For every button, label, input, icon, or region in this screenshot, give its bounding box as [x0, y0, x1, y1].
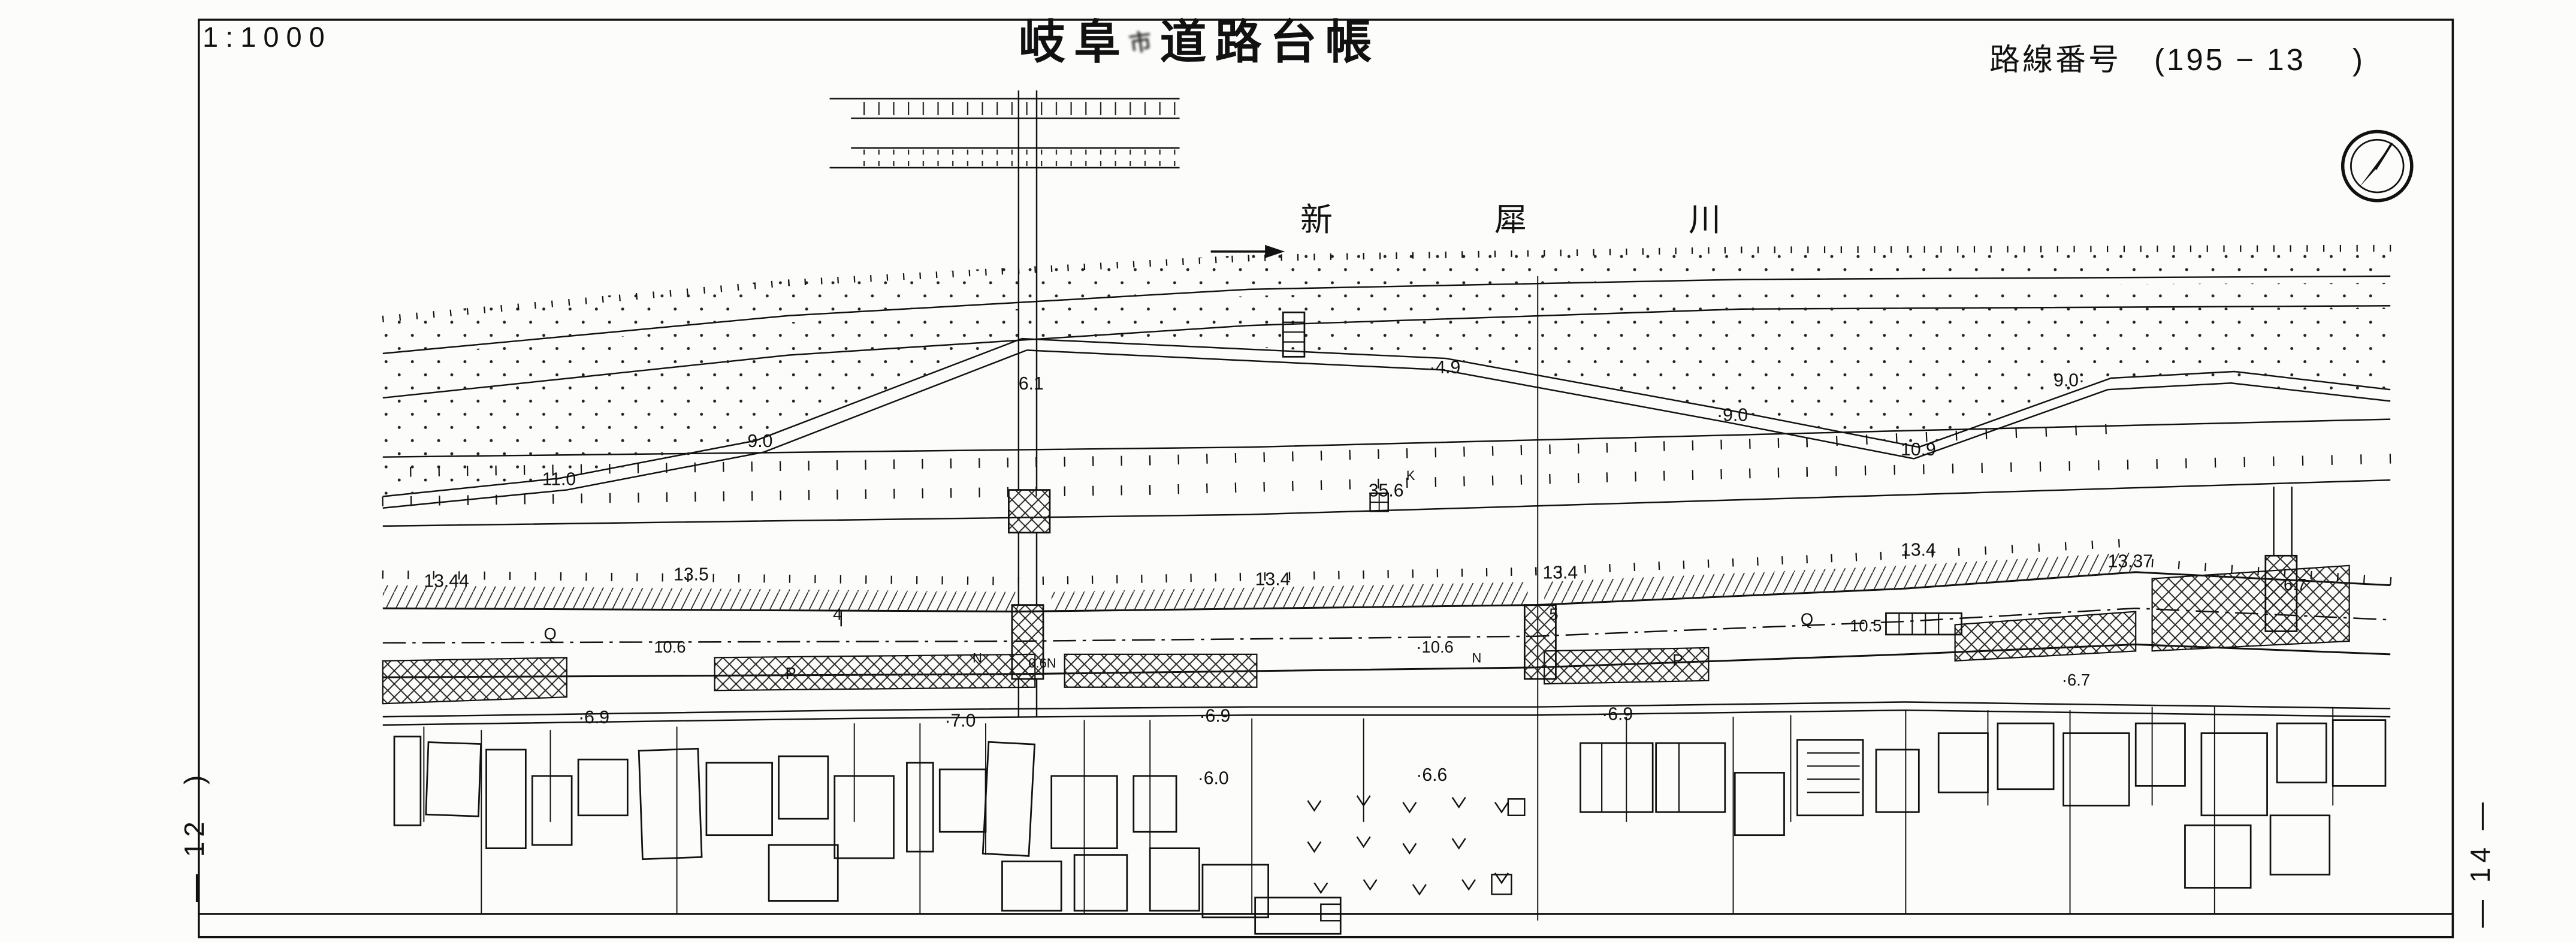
- elevation-label: 11.0: [542, 469, 576, 489]
- elevation-label: 9.0·: [2053, 371, 2085, 391]
- building-outline: [938, 768, 987, 833]
- elevation-label: 13.4: [1255, 570, 1291, 590]
- route-label: 路線番号: [1989, 43, 2122, 77]
- building-outline: [1201, 864, 1269, 919]
- building-outline: [768, 844, 839, 902]
- building-outline: [1133, 775, 1177, 833]
- elevation-label: ·6.9: [1199, 706, 1230, 726]
- building-outline: [2200, 732, 2268, 817]
- elevation-label: 13.5: [674, 564, 709, 584]
- river: [851, 100, 1180, 167]
- sluice-structures: [1008, 311, 2298, 680]
- elevation-label: 4: [833, 605, 842, 623]
- building-outline: [982, 741, 1036, 857]
- elevation-label: ·6.0: [1198, 769, 1229, 789]
- building-outline: [1149, 847, 1200, 912]
- building-outline: [778, 755, 829, 820]
- building-outline: [393, 735, 422, 826]
- elevation-label: 6.1: [1019, 374, 1044, 394]
- page-title: 岐阜市道路台帳: [1019, 5, 1380, 72]
- elevation-label: 35.6: [1369, 481, 1404, 501]
- building-outline: [1937, 732, 1989, 793]
- elevation-label: N: [973, 651, 982, 666]
- elevation-label: 5: [1549, 605, 1558, 623]
- elevation-label: P: [1672, 651, 1683, 669]
- building-outline: [577, 759, 629, 817]
- building-outline: [2269, 814, 2331, 875]
- elevation-label: Q: [1801, 610, 1813, 629]
- elevation-label: ·10.6: [1416, 638, 1453, 656]
- building-outline: [833, 775, 895, 859]
- building-outline: [1073, 854, 1128, 912]
- route-value: (195 − 13: [2154, 43, 2306, 77]
- sheet-match-right: — 14 —: [2465, 798, 2496, 928]
- building-outline: [531, 775, 573, 846]
- scale-note: 1:1000: [203, 21, 332, 53]
- elevation-label: ·6.7: [2062, 671, 2090, 689]
- title-correction-stamp: 市: [1127, 27, 1162, 57]
- plan-linework: [382, 90, 2392, 935]
- route-close-paren: ): [2352, 43, 2365, 77]
- building-outline: [1875, 748, 1920, 813]
- elevation-label: P: [786, 664, 796, 683]
- elevation-label: 13.4: [1901, 540, 1936, 560]
- title-prefix: 岐阜: [1019, 16, 1130, 68]
- elevation-label: Q: [544, 624, 557, 643]
- building-outline: [485, 748, 527, 849]
- building-outline: [1796, 739, 1864, 817]
- elevation-label: ·6.9: [1602, 705, 1633, 724]
- elevation-label: ·9.0: [1717, 405, 1748, 425]
- building-outline: [2332, 719, 2387, 787]
- elevation-label: K: [1406, 468, 1415, 483]
- building-outline: [2276, 722, 2327, 784]
- elevation-label: 13.37: [2108, 551, 2153, 571]
- elevation-label: 10.5: [1850, 616, 1882, 635]
- building-outline: [425, 741, 482, 817]
- building-outline: [1001, 861, 1062, 912]
- building-outline: [2134, 722, 2186, 787]
- elevation-label: 6.7: [2284, 575, 2306, 594]
- title-suffix: 道路台帳: [1159, 16, 1381, 68]
- elevation-label: ·7.0: [944, 711, 976, 731]
- building-outline: [1655, 742, 1726, 813]
- sheet-frame: [197, 19, 2454, 938]
- elevation-label: ·4.9: [1429, 358, 1460, 378]
- building-outline: [1580, 742, 1654, 813]
- elevation-label: 10.6: [654, 638, 685, 656]
- elevation-label: N: [1472, 651, 1482, 666]
- building-outline: [2184, 824, 2252, 889]
- building-outline: [705, 762, 773, 837]
- building-outline: [638, 747, 703, 861]
- building-outline: [2062, 732, 2130, 807]
- elevation-label: 13.4: [1542, 563, 1578, 583]
- river-name-label: 新 犀 川: [1300, 202, 1786, 238]
- elevation-label: ·6.9: [578, 708, 609, 727]
- building-outline: [1997, 722, 2055, 790]
- sheet-match-left: — 12 ): [179, 770, 210, 902]
- elevation-label: 10.9: [1901, 440, 1936, 460]
- elevation-label: 0.6N: [1028, 656, 1056, 671]
- elevation-label: ·6.6: [1416, 765, 1447, 785]
- building-outline: [1734, 772, 1785, 837]
- elevation-label: 13.44: [424, 571, 469, 591]
- north-arrow-icon: [2341, 129, 2414, 203]
- route-number: 路線番号 (195 − 13): [1989, 35, 2365, 79]
- elevation-label: 9.0: [747, 431, 772, 451]
